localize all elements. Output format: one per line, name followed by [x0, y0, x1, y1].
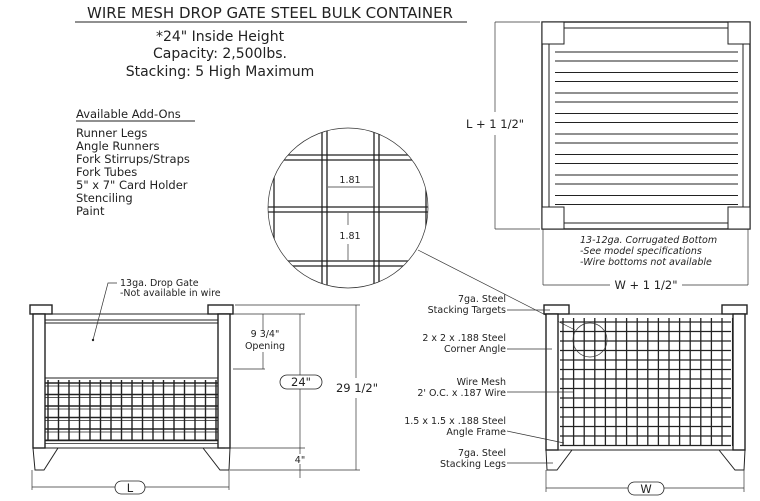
mesh-detail: 1.81 1.81 — [267, 127, 576, 331]
corner-bracket — [541, 21, 751, 230]
gate-note: -Not available in wire — [120, 288, 221, 299]
side-view: 7ga. Steel Stacking Targets 2 x 2 x .188… — [404, 294, 748, 496]
callout-stacking-targets: 7ga. Steel — [458, 294, 506, 305]
front-view: 13ga. Drop Gate -Not available in wire 9… — [29, 278, 378, 495]
spec-height: *24" Inside Height — [156, 29, 285, 45]
top-length-dim: L + 1 1/2" — [466, 117, 524, 131]
spec-capacity: Capacity: 2,500lbs. — [153, 46, 287, 62]
title: WIRE MESH DROP GATE STEEL BULK CONTAINER — [87, 4, 453, 22]
overall-height-dim: 29 1/2" — [336, 381, 378, 395]
addon-item: 5" x 7" Card Holder — [76, 178, 188, 192]
mesh-spacing-horizontal: 1.81 — [339, 175, 360, 186]
callout-corner-angle: Corner Angle — [444, 344, 506, 355]
bottom-note: -Wire bottoms not available — [580, 257, 712, 268]
callout-angle-frame: Angle Frame — [446, 427, 506, 438]
top-view: L + 1 1/2" 13-12ga. Corrugated Bottom -S… — [466, 21, 751, 292]
callout-corner-angle: 2 x 2 x .188 Steel — [422, 333, 506, 344]
width-dim: W — [640, 482, 651, 496]
callout-stacking-legs: Stacking Legs — [440, 459, 506, 470]
leg-height-dim: 4" — [295, 455, 305, 466]
top-width-dim: W + 1 1/2" — [614, 278, 677, 292]
inside-height-dim: 24" — [291, 375, 311, 389]
bottom-note: -See model specifications — [580, 246, 702, 257]
callout-angle-frame: 1.5 x 1.5 x .188 Steel — [404, 416, 506, 427]
spec-stacking: Stacking: 5 High Maximum — [126, 64, 315, 80]
addon-item: Stenciling — [76, 191, 133, 205]
callout-wire-mesh: 2' O.C. x .187 Wire — [417, 388, 506, 399]
addons-list: Runner Legs Angle Runners Fork Stirrups/… — [76, 126, 190, 218]
length-dim: L — [127, 481, 134, 495]
callout-stacking-legs: 7ga. Steel — [458, 448, 506, 459]
opening-dim-label: Opening — [245, 341, 285, 352]
opening-dim: 9 3/4" — [251, 329, 280, 340]
addon-item: Fork Tubes — [76, 165, 137, 179]
addons-heading: Available Add-Ons — [76, 107, 181, 121]
addon-item: Runner Legs — [76, 126, 147, 140]
callout-stacking-targets: Stacking Targets — [428, 305, 506, 316]
addon-item: Paint — [76, 204, 105, 218]
callout-wire-mesh: Wire Mesh — [457, 377, 506, 388]
bottom-note: 13-12ga. Corrugated Bottom — [580, 235, 717, 246]
addon-item: Angle Runners — [76, 139, 160, 153]
addon-item: Fork Stirrups/Straps — [76, 152, 190, 166]
mesh-spacing-vertical: 1.81 — [339, 231, 360, 242]
gate-note: 13ga. Drop Gate — [120, 278, 199, 289]
